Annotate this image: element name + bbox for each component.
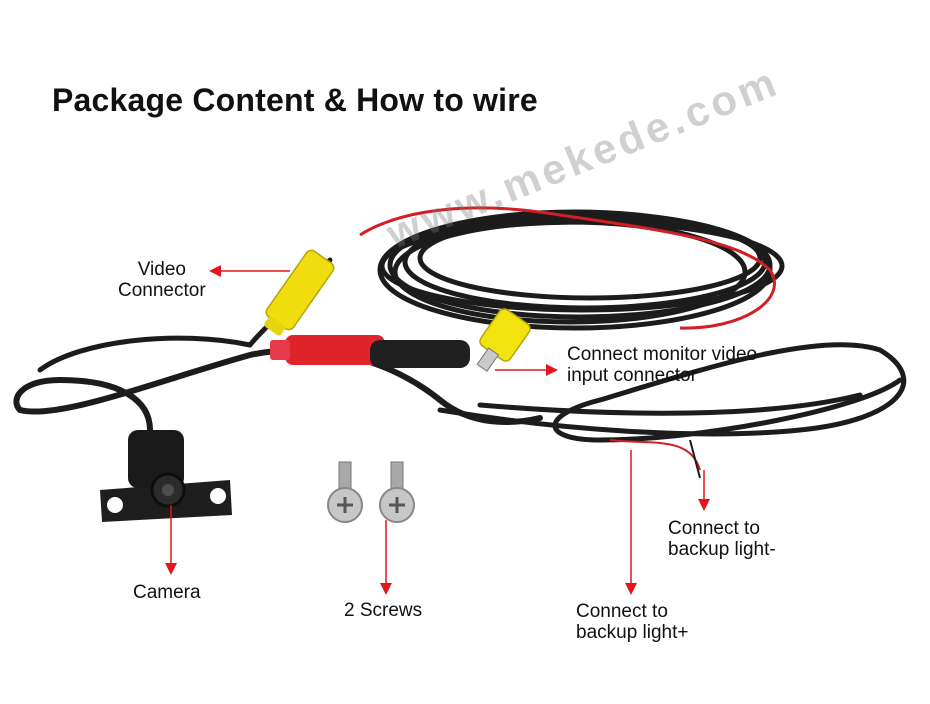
right-cable-loop xyxy=(437,342,907,443)
video-connector xyxy=(264,249,335,336)
monitor-input-plug xyxy=(476,308,531,372)
screws xyxy=(327,461,415,523)
label-backup-minus: Connect to backup light- xyxy=(668,518,776,560)
label-camera: Camera xyxy=(133,582,201,603)
label-screws: 2 Screws xyxy=(344,600,423,621)
label-backup-plus: Connect to backup light+ xyxy=(576,601,689,643)
red-wire-coil xyxy=(359,206,776,330)
rca-red-connector xyxy=(270,335,470,368)
backup-wire-black xyxy=(689,439,701,479)
page-title: Package Content & How to wire xyxy=(52,82,538,118)
label-video-connector: Video Connector xyxy=(118,259,206,301)
label-monitor-input: Connect monitor video input connector xyxy=(567,344,758,386)
backup-wire xyxy=(609,439,701,471)
annotation-arrows xyxy=(165,265,710,595)
camera-body xyxy=(100,430,232,522)
